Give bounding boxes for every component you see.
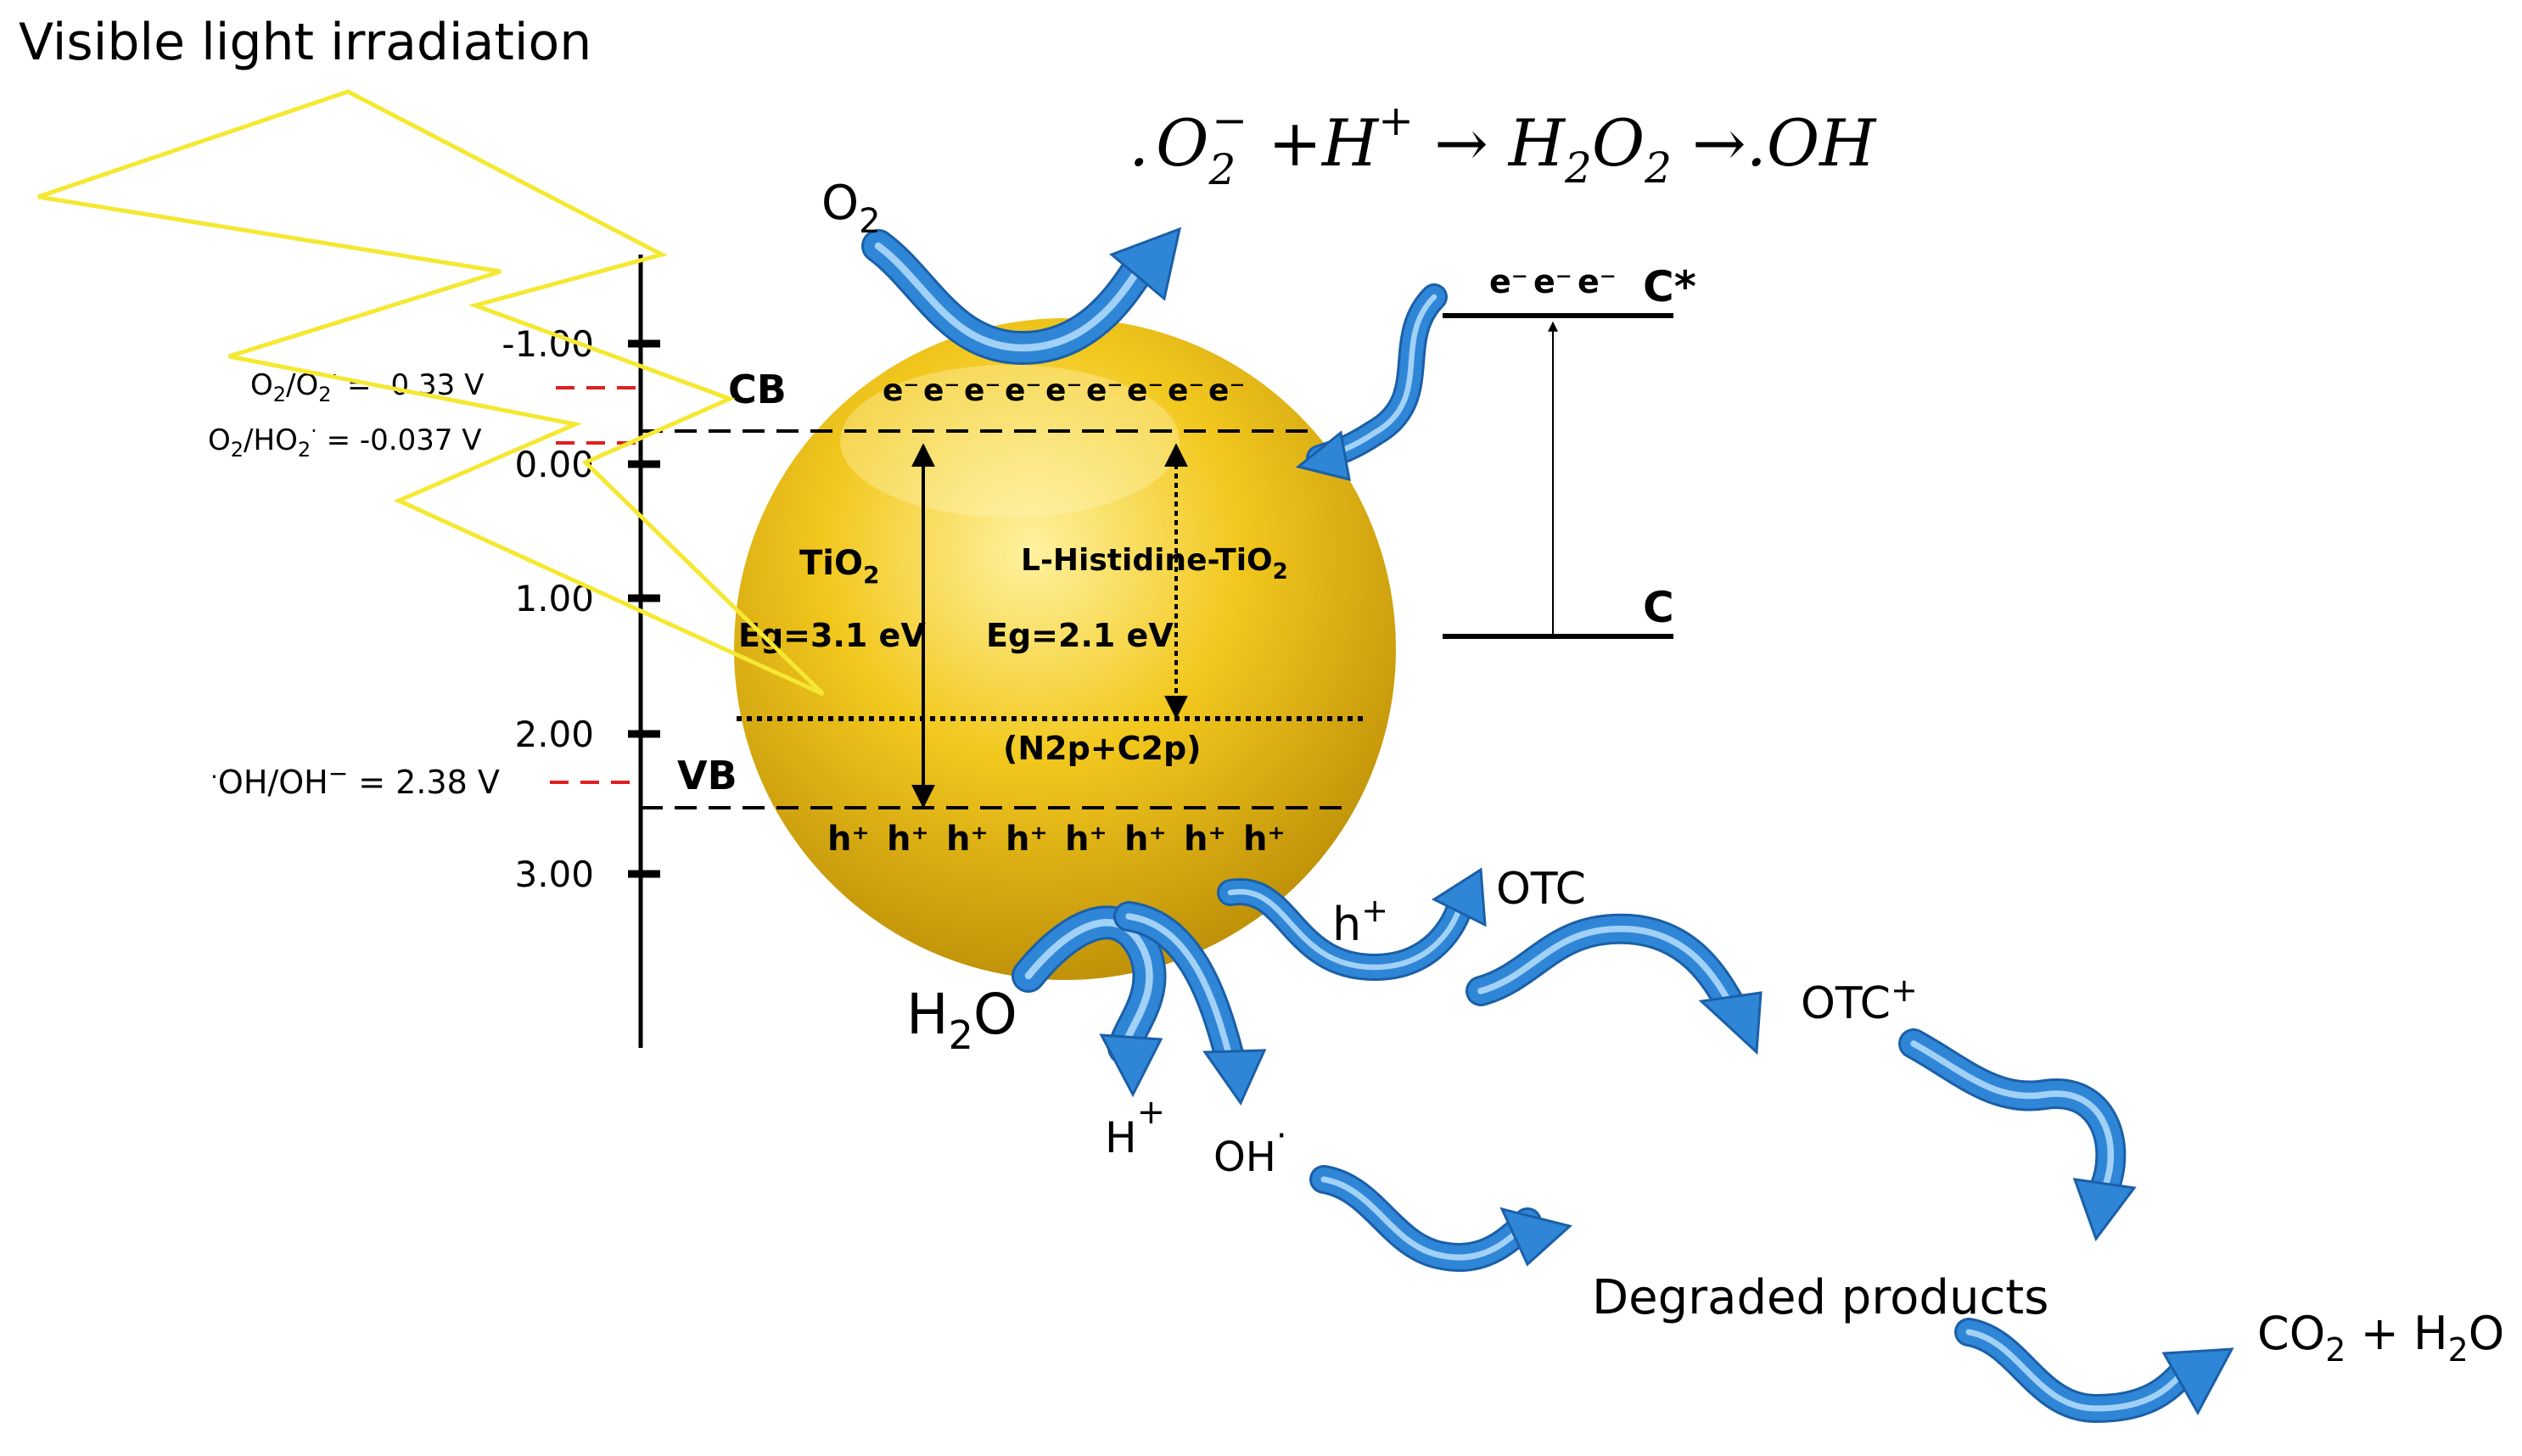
degraded-products-label: Degraded products [1592,1270,2048,1325]
o2-hydroperoxyl-potential: O2/HO2· = -0.037 V [208,419,482,462]
sensitizer-electrons: e⁻e⁻e⁻ [1489,263,1617,300]
flow-arrow-icon [1309,1165,1573,1272]
sensitizer-ground-label: C [1643,583,1674,632]
electron: e⁻ [1208,373,1245,408]
electron: e⁻ [883,373,919,408]
electron: e⁻ [964,373,1000,408]
flow-arrow-icon [1954,1318,2234,1424]
flow-arrow-icon [861,227,1182,366]
histidine-eg-label: Eg=2.1 eV [986,617,1174,654]
electron: e⁻ [1533,263,1572,300]
oh-radical-species: OH· [1213,1117,1287,1181]
o2-species: O2 [821,176,881,241]
h2o-species: H2O [906,982,1017,1058]
lightning-bolt-icon [37,89,825,697]
tio2-eg-label: Eg=3.1 eV [738,617,926,654]
tio2-label: TiO2 [799,544,879,589]
sensitizer-excited-label: C* [1643,262,1696,311]
hole: h⁺ [1184,820,1226,859]
electron: e⁻ [923,373,960,408]
electron: e⁻ [1127,373,1163,408]
hole: h⁺ [887,820,929,859]
flow-arrow-icon [1466,913,1763,1056]
axis-tick-label: 3.00 [514,854,594,895]
axis-tick-label: 0.00 [514,444,594,485]
vb-label: VB [677,753,737,798]
histidine-label: L-Histidine-TiO2 [1021,543,1288,585]
hole: h⁺ [1124,820,1167,859]
flow-arrow-icon [1012,905,1167,1098]
diagram-title: Visible light irradiation [19,13,591,72]
hole: h⁺ [1065,820,1107,859]
electron: e⁻ [1045,373,1082,408]
cb-electrons: e⁻e⁻e⁻e⁻e⁻e⁻e⁻e⁻e⁻ [883,373,1245,408]
reaction-equation: .O2−+H+→H2O2→.OH [1129,96,1877,194]
flow-arrow-icon [1217,867,1487,982]
electron: e⁻ [1578,263,1617,300]
midgap-label: (N2p+C2p) [1003,730,1202,767]
hole: h⁺ [946,820,989,859]
electron: e⁻ [1086,373,1123,408]
cb-label: CB [728,367,787,412]
vb-holes: h⁺ h⁺ h⁺ h⁺ h⁺ h⁺ h⁺ h⁺ [827,820,1286,859]
hole: h⁺ [1006,820,1048,859]
flow-arrow-icon [1898,1028,2137,1242]
electron: e⁻ [1005,373,1041,408]
electron: e⁻ [1489,263,1528,300]
band-edges [641,429,1368,809]
electron: e⁻ [1168,373,1204,408]
h-plus-species: H+ [1105,1093,1165,1162]
sensitizer-levels [1443,313,1673,639]
hole: h⁺ [1243,820,1286,859]
energy-axis: -1.000.001.002.003.00 [502,255,660,1048]
otc-species: OTC [1496,864,1586,915]
axis-tick-label: 2.00 [514,714,594,755]
flow-arrows [861,227,2234,1424]
otc-plus-species: OTC+ [1801,972,1918,1029]
hole: h⁺ [827,820,870,859]
flow-arrow-icon [1113,901,1267,1106]
final-products-label: CO2 + H2O [2257,1307,2504,1369]
flow-arrow-icon [1295,283,1448,482]
hole-species: h+ [1332,892,1388,951]
hydroxyl-potential: ·OH/OH− = 2.38 V [210,759,500,801]
tio2-particle [734,318,1396,980]
